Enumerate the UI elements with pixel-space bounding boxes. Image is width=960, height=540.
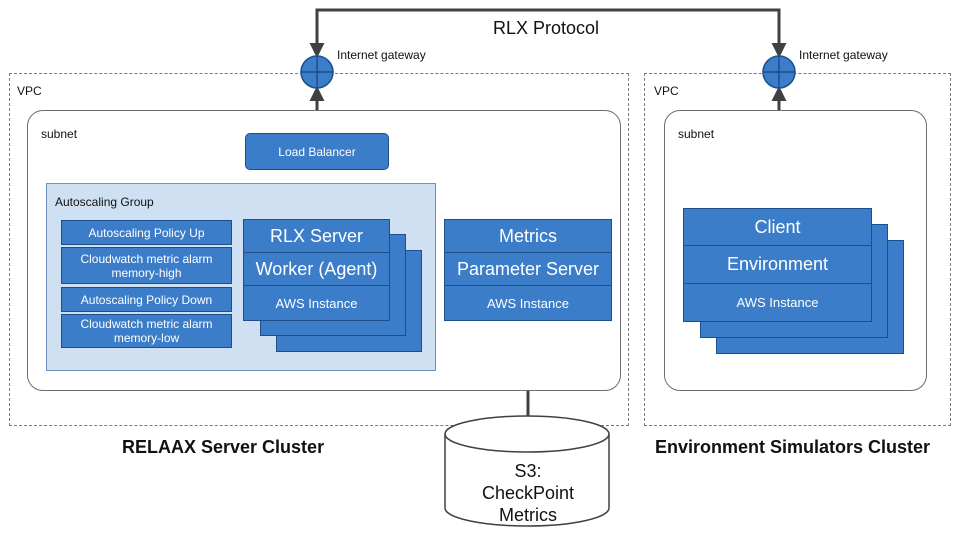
simulator-vpc bbox=[644, 73, 951, 426]
alarm-line: memory-high bbox=[111, 265, 182, 280]
alarm-line: Cloudwatch metric alarm bbox=[80, 251, 213, 266]
client-instance: Client Environment AWS Instance bbox=[683, 208, 872, 322]
client-title: Client bbox=[684, 209, 871, 247]
s3-storage-label: S3: CheckPoint Metrics bbox=[443, 460, 613, 526]
autoscaling-policy-down: Autoscaling Policy Down bbox=[61, 287, 232, 312]
s3-line: Metrics bbox=[499, 505, 557, 525]
alarm-line: memory-low bbox=[113, 331, 180, 345]
s3-line: S3: bbox=[514, 461, 542, 481]
rlx-server-title: RLX Server bbox=[244, 220, 389, 253]
simulator-vpc-label: VPC bbox=[654, 84, 679, 98]
autoscaling-group-label: Autoscaling Group bbox=[55, 195, 154, 209]
simulator-cluster-title: Environment Simulators Cluster bbox=[655, 437, 931, 457]
rlx-server-instance: RLX Server Worker (Agent) AWS Instance bbox=[243, 219, 390, 321]
internet-gateway-label: Internet gateway bbox=[799, 48, 888, 62]
environment-label: Environment bbox=[684, 246, 871, 284]
parameter-server-label: Parameter Server bbox=[445, 253, 611, 286]
s3-line: CheckPoint bbox=[481, 483, 575, 503]
worker-agent-label: Worker (Agent) bbox=[244, 253, 389, 286]
alarm-memory-low: Cloudwatch metric alarm memory-low bbox=[61, 314, 232, 348]
rlx-protocol-connector bbox=[309, 8, 787, 58]
internet-gateway-icon bbox=[300, 55, 334, 89]
alarm-memory-high: Cloudwatch metric alarm memory-high bbox=[61, 247, 232, 284]
aws-instance-label: AWS Instance bbox=[487, 295, 569, 311]
internet-gateway-icon bbox=[762, 55, 796, 89]
rlx-protocol-label: RLX Protocol bbox=[493, 18, 600, 38]
server-subnet-label: subnet bbox=[41, 127, 78, 141]
aws-instance-label: AWS Instance bbox=[275, 295, 358, 311]
server-cluster-title: RELAAX Server Cluster bbox=[122, 437, 325, 457]
internet-gateway-label: Internet gateway bbox=[337, 48, 426, 62]
metrics-title: Metrics bbox=[445, 220, 611, 253]
server-vpc-label: VPC bbox=[17, 84, 42, 98]
load-balancer: Load Balancer bbox=[245, 133, 389, 170]
simulator-subnet-label: subnet bbox=[678, 127, 715, 141]
policy-line: Autoscaling Policy Down bbox=[80, 292, 213, 307]
s3-storage-icon bbox=[444, 415, 610, 527]
parameter-server-instance: Metrics Parameter Server AWS Instance bbox=[444, 219, 612, 321]
alarm-line: Cloudwatch metric alarm bbox=[80, 317, 213, 331]
policy-line: Autoscaling Policy Up bbox=[88, 225, 205, 240]
aws-instance-label: AWS Instance bbox=[736, 294, 819, 310]
autoscaling-policy-up: Autoscaling Policy Up bbox=[61, 220, 232, 245]
